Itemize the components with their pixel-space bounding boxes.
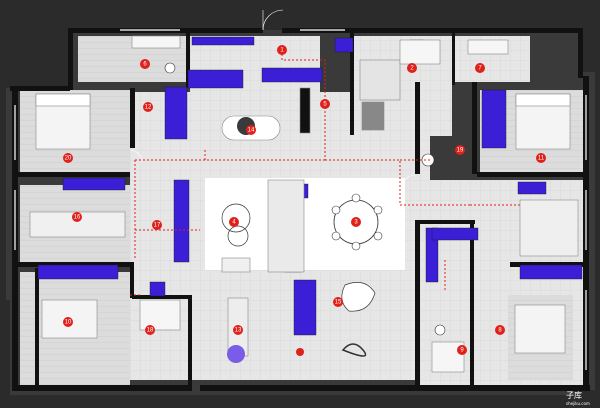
room-marker-dot [351, 217, 361, 227]
room-marker-label: 19 [457, 147, 464, 153]
room-marker-dot [246, 125, 256, 135]
room-marker-dot [536, 153, 546, 163]
room-marker-label: 11 [538, 155, 545, 161]
room-marker-label: 13 [235, 327, 242, 333]
room-marker-label: 20 [65, 155, 72, 161]
room-marker-label: 4 [232, 219, 236, 225]
room-marker-dot [140, 59, 150, 69]
room-marker-label: 16 [74, 214, 81, 220]
doors [129, 9, 416, 188]
room-marker-dot [72, 212, 82, 222]
watermark-url: shejiku.com [566, 401, 590, 406]
room-marker-dot [475, 63, 485, 73]
room-marker-label: 18 [147, 327, 154, 333]
room-marker-label: 2 [410, 65, 414, 71]
room-marker-label: 10 [65, 319, 72, 325]
room-marker-label: 3 [354, 219, 358, 225]
room-marker-dot [457, 345, 467, 355]
room-marker-dot [63, 317, 73, 327]
room-marker-dot [455, 145, 465, 155]
room-marker-dot [145, 325, 155, 335]
room-marker-dot [143, 102, 153, 112]
room-marker-dot [407, 63, 417, 73]
room-marker-label: 7 [478, 65, 482, 71]
watermark-logo: 子库 [566, 390, 582, 400]
watermark: 子库 shejiku.com [566, 390, 590, 406]
room-marker-dot [152, 220, 162, 230]
room-marker-label: 6 [143, 61, 147, 67]
room-marker-dot [63, 153, 73, 163]
room-marker-label: 9 [460, 347, 464, 353]
room-marker-label: 14 [248, 127, 255, 133]
room-marker-dot [229, 217, 239, 227]
room-marker-label: 8 [498, 327, 502, 333]
room-marker-dot [495, 325, 505, 335]
room-marker-label: 12 [145, 104, 152, 110]
room-marker-dot [333, 297, 343, 307]
room-marker-label: 5 [323, 101, 327, 107]
windows [14, 29, 587, 370]
room-marker-dot [233, 325, 243, 335]
furniture [29, 35, 579, 373]
room-marker-label: 15 [335, 299, 342, 305]
room-marker-label: 1 [280, 47, 284, 53]
room-marker-label: 17 [154, 222, 161, 228]
room-marker-dot [277, 45, 287, 55]
room-marker-dot [320, 99, 330, 109]
